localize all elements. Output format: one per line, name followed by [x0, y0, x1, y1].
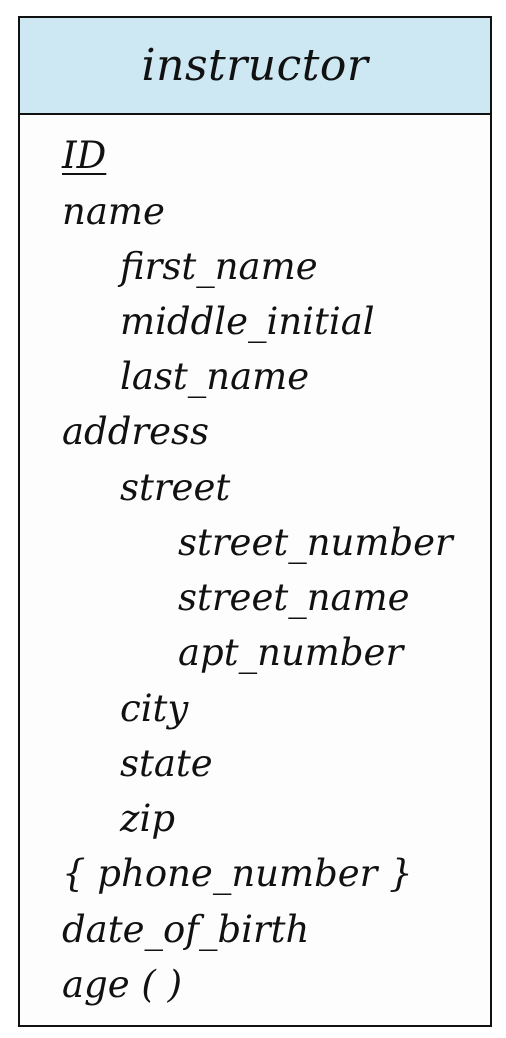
attribute-city: city — [120, 687, 189, 730]
attribute-id-primary-key: ID — [62, 134, 107, 177]
attribute-zip: zip — [120, 797, 176, 840]
attribute-state: state — [120, 742, 213, 785]
attribute-middle-initial: middle_initial — [120, 300, 375, 343]
attribute-first-name: first_name — [120, 245, 318, 288]
attribute-address: address — [62, 410, 209, 453]
attribute-name: name — [62, 190, 165, 233]
attribute-street-name: street_name — [178, 576, 410, 619]
attribute-phone-number-multivalued: { phone_number } — [62, 852, 413, 895]
attribute-last-name: last_name — [120, 355, 310, 398]
attribute-date-of-birth: date_of_birth — [62, 908, 310, 951]
attribute-apt-number: apt_number — [178, 631, 404, 674]
attribute-street-number: street_number — [178, 521, 453, 564]
entity-header: instructor — [20, 18, 490, 115]
entity-box-instructor: instructor ID name first_name middle_ini… — [18, 16, 492, 1027]
attribute-street: street — [120, 466, 231, 509]
attribute-age-derived: age ( ) — [62, 963, 183, 1006]
entity-title: instructor — [141, 40, 369, 91]
